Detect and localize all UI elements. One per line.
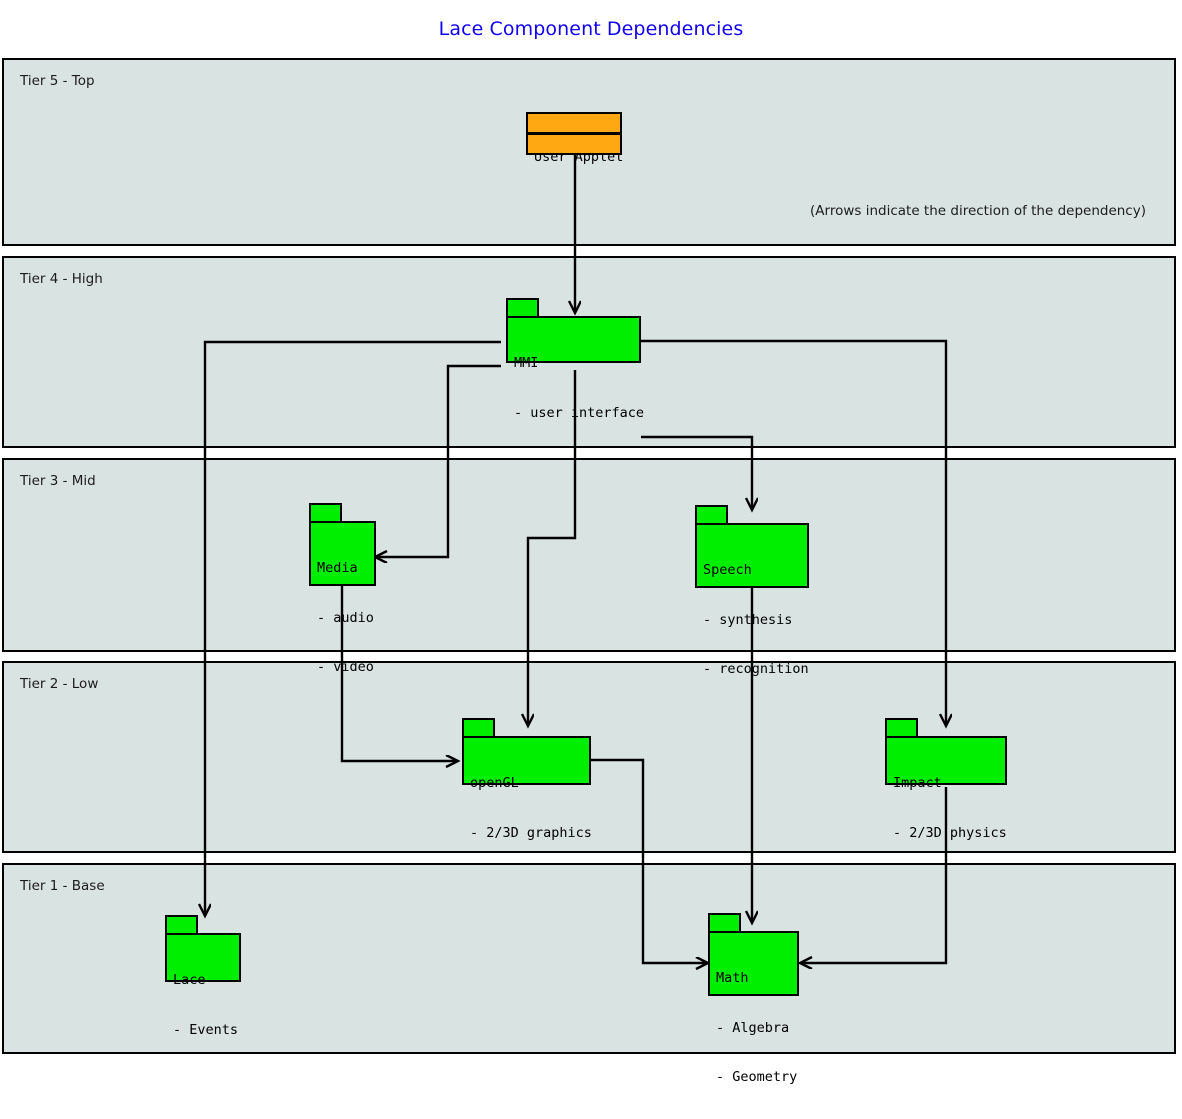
node-speech-line-1: - synthesis: [703, 611, 793, 628]
node-lace-body: Lace - Events: [165, 933, 241, 1038]
node-media-line-0: Media: [317, 560, 358, 576]
node-impact-line-1: - 2/3D physics: [893, 824, 1007, 841]
node-lace-line-0: Lace: [173, 972, 206, 988]
node-media-tab: [309, 503, 342, 523]
node-impact-body: Impact - 2/3D physics: [885, 736, 1007, 841]
node-impact[interactable]: Impact - 2/3D physics: [885, 718, 1007, 841]
node-mmi-tab: [506, 298, 539, 318]
node-media-body: Media - audio - video: [309, 521, 376, 675]
node-user-applet-body: [526, 133, 622, 155]
node-lace-line-1: - Events: [173, 1021, 239, 1038]
node-math-line-0: Math: [716, 970, 749, 986]
node-opengl-tab: [462, 718, 495, 738]
diagram-canvas: Lace Component Dependencies Tier 5 - Top…: [2, 18, 1176, 1085]
node-math-line-1: - Algebra: [716, 1019, 790, 1036]
node-speech[interactable]: Speech - synthesis - recognition: [695, 505, 809, 677]
node-lace[interactable]: Lace - Events: [165, 915, 241, 1038]
tier-label: Tier 2 - Low: [20, 676, 99, 692]
node-math-tab: [708, 913, 741, 933]
node-mmi-line-1: - user interface: [514, 404, 645, 421]
node-mmi-line-0: MMI: [514, 355, 539, 371]
node-speech-line-0: Speech: [703, 562, 752, 578]
node-media-line-1: - audio: [317, 609, 374, 626]
tier-label: Tier 1 - Base: [20, 878, 105, 894]
node-math-line-2: - Geometry: [716, 1069, 798, 1085]
node-math[interactable]: Math - Algebra - Geometry: [708, 913, 799, 1085]
node-speech-line-2: - recognition: [703, 661, 809, 677]
tier-label: Tier 3 - Mid: [20, 473, 96, 489]
node-media-line-2: - video: [317, 659, 374, 675]
node-opengl[interactable]: openGL - 2/3D graphics: [462, 718, 592, 841]
node-mmi[interactable]: MMI - user interface: [506, 298, 644, 421]
node-impact-line-0: Impact: [893, 775, 942, 791]
node-math-body: Math - Algebra - Geometry: [708, 931, 799, 1085]
node-mmi-body: MMI - user interface: [506, 316, 644, 421]
node-opengl-line-0: openGL: [470, 775, 519, 791]
tier-band-tier3: Tier 3 - Mid: [2, 458, 1176, 652]
node-impact-tab: [885, 718, 918, 738]
node-media[interactable]: Media - audio - video: [309, 503, 376, 675]
tier-label: Tier 5 - Top: [20, 73, 95, 89]
node-speech-tab: [695, 505, 728, 525]
arrow-direction-note: (Arrows indicate the direction of the de…: [810, 203, 1146, 219]
node-opengl-line-1: - 2/3D graphics: [470, 824, 592, 841]
node-user-applet-tab: User Applet: [526, 112, 623, 165]
node-user-applet[interactable]: User Applet: [526, 112, 623, 165]
node-lace-tab: [165, 915, 198, 935]
tier-label: Tier 4 - High: [20, 271, 103, 287]
node-opengl-body: openGL - 2/3D graphics: [462, 736, 592, 841]
node-speech-body: Speech - synthesis - recognition: [695, 523, 809, 677]
page-title: Lace Component Dependencies: [438, 18, 744, 40]
